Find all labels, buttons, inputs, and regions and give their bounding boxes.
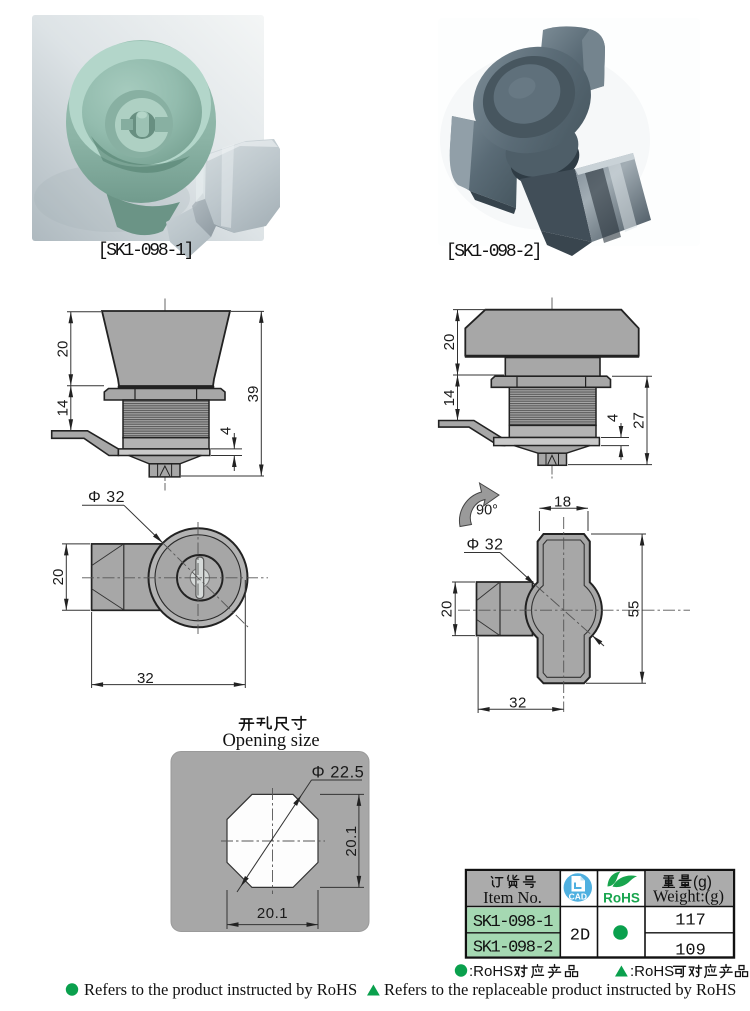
svg-text:117: 117: [675, 912, 706, 931]
svg-text:4: 4: [217, 427, 234, 435]
svg-text:20: 20: [439, 601, 456, 618]
svg-text:Refers to the replaceable prod: Refers to the replaceable product instru…: [384, 980, 736, 999]
svg-text:Item No.: Item No.: [483, 888, 542, 907]
svg-text:14: 14: [441, 390, 458, 407]
svg-text:20: 20: [441, 334, 458, 351]
svg-text:55: 55: [626, 601, 643, 618]
svg-text:SK1-098-1: SK1-098-1: [473, 913, 553, 932]
svg-text:Φ 32: Φ 32: [88, 489, 125, 506]
svg-text:[SK1-098-2]: [SK1-098-2]: [446, 242, 541, 262]
svg-text:39: 39: [245, 386, 262, 403]
svg-text:SK1-098-2: SK1-098-2: [473, 939, 552, 958]
svg-text:109: 109: [675, 942, 706, 961]
svg-text:14: 14: [54, 400, 71, 417]
svg-text:20.1: 20.1: [343, 825, 360, 856]
svg-text:4: 4: [605, 414, 622, 422]
svg-text:20.1: 20.1: [257, 905, 288, 922]
svg-text:RoHS: RoHS: [603, 891, 640, 906]
svg-text:CAD: CAD: [569, 892, 587, 902]
svg-text:18: 18: [554, 493, 572, 510]
svg-text:27: 27: [631, 412, 648, 429]
svg-text:20: 20: [54, 341, 71, 358]
svg-text:Φ 22.5: Φ 22.5: [312, 764, 365, 782]
svg-text:(g): (g): [693, 874, 712, 891]
svg-text::RoHS: :RoHS: [630, 963, 674, 980]
svg-text:[SK1-098-1]: [SK1-098-1]: [98, 241, 193, 261]
svg-text:32: 32: [137, 670, 154, 687]
svg-text:Refers to the product instruct: Refers to the product instructed by RoHS: [84, 980, 357, 999]
svg-text:Weight:(g): Weight:(g): [653, 887, 724, 906]
svg-text:2D: 2D: [570, 927, 590, 946]
svg-text:32: 32: [509, 694, 527, 711]
svg-text:20: 20: [50, 569, 67, 586]
svg-text::RoHS: :RoHS: [469, 963, 513, 980]
svg-text:Opening size: Opening size: [222, 731, 319, 751]
svg-text:90°: 90°: [476, 503, 498, 519]
svg-text:Φ 32: Φ 32: [467, 537, 504, 554]
